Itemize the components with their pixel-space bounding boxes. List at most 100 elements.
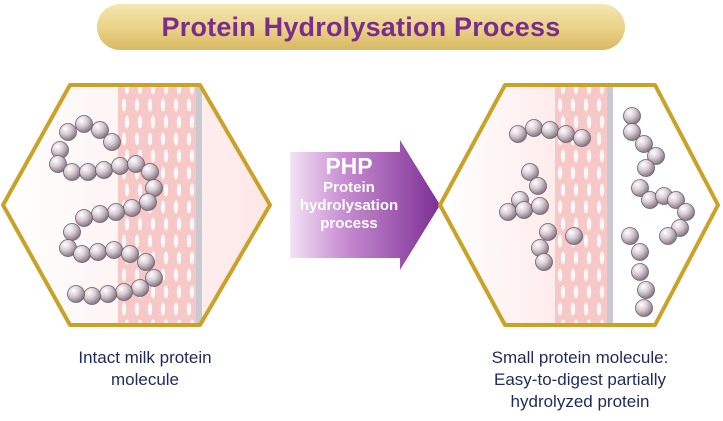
cell-mark <box>557 268 563 282</box>
cell-mark <box>189 319 195 325</box>
cell-mark <box>586 217 592 231</box>
protein-bead <box>127 155 145 173</box>
cell-mark <box>186 234 192 248</box>
cell-mark <box>173 268 179 282</box>
cell-mark <box>586 149 592 163</box>
protein-bead <box>659 227 677 245</box>
cell-mark <box>570 166 576 180</box>
protein-bead <box>631 243 649 261</box>
cell-mark <box>173 132 179 146</box>
protein-bead <box>49 155 67 173</box>
cell-mark <box>189 285 195 299</box>
protein-bead <box>105 241 123 259</box>
cell-mark <box>560 319 566 325</box>
cell-mark <box>586 319 592 325</box>
cell-mark <box>121 302 127 316</box>
protein-bead <box>541 121 559 139</box>
php-label-line-1: Protein <box>323 179 375 196</box>
cell-mark <box>596 302 602 316</box>
cell-mark <box>583 302 589 316</box>
protein-bead <box>529 177 547 195</box>
cell-mark <box>599 217 605 231</box>
cell-mark <box>150 217 156 231</box>
cell-mark <box>573 149 579 163</box>
cell-mark <box>160 200 166 214</box>
cell-mark <box>137 217 143 231</box>
cell-mark <box>557 98 563 112</box>
cell-mark <box>163 183 169 197</box>
cell-mark <box>570 302 576 316</box>
cell-mark <box>176 85 182 95</box>
cell-mark <box>189 115 195 129</box>
left-cell-pattern <box>121 85 195 325</box>
left-caption-line-1: Intact milk protein <box>78 348 212 367</box>
protein-bead <box>521 163 539 181</box>
cell-mark <box>160 98 166 112</box>
cell-mark <box>173 98 179 112</box>
protein-bead <box>621 227 639 245</box>
protein-bead <box>63 163 81 181</box>
cell-mark <box>137 115 143 129</box>
cell-mark <box>573 85 579 95</box>
cell-mark <box>599 251 605 265</box>
protein-bead <box>95 161 113 179</box>
protein-bead <box>73 245 91 263</box>
cell-mark <box>570 98 576 112</box>
cell-mark <box>599 319 605 325</box>
cell-mark <box>189 217 195 231</box>
cell-mark <box>583 200 589 214</box>
cell-mark <box>176 217 182 231</box>
cell-mark <box>573 319 579 325</box>
protein-bead <box>499 203 517 221</box>
protein-bead <box>539 223 557 241</box>
cell-mark <box>150 115 156 129</box>
cell-mark <box>570 200 576 214</box>
protein-bead <box>557 125 575 143</box>
cell-mark <box>596 268 602 282</box>
protein-bead <box>509 125 527 143</box>
right-caption-line-3: hydrolyzed protein <box>510 392 650 411</box>
cell-mark <box>573 183 579 197</box>
protein-bead <box>635 135 653 153</box>
cell-mark <box>121 234 127 248</box>
php-arrow <box>290 140 440 270</box>
cell-mark <box>560 251 566 265</box>
cell-mark <box>134 132 140 146</box>
cell-mark <box>599 149 605 163</box>
protein-bead <box>631 179 649 197</box>
left-caption-line-2: molecule <box>110 370 180 389</box>
right-caption: Small protein molecule: Easy-to-digest p… <box>440 347 720 413</box>
cell-mark <box>173 234 179 248</box>
cell-mark <box>573 285 579 299</box>
cell-mark <box>583 166 589 180</box>
cell-mark <box>189 251 195 265</box>
left-membrane <box>196 85 202 325</box>
cell-mark <box>163 85 169 95</box>
cell-mark <box>147 234 153 248</box>
cell-mark <box>163 149 169 163</box>
cell-mark <box>137 319 143 325</box>
protein-bead <box>91 205 109 223</box>
cell-mark <box>560 115 566 129</box>
cell-mark <box>189 149 195 163</box>
cell-mark <box>586 85 592 95</box>
cell-mark <box>560 149 566 163</box>
cell-mark <box>147 302 153 316</box>
cell-mark <box>186 200 192 214</box>
left-protein-chain <box>49 115 163 305</box>
protein-bead <box>67 285 85 303</box>
protein-bead <box>525 119 543 137</box>
cell-mark <box>134 98 140 112</box>
cell-mark <box>163 115 169 129</box>
cell-mark <box>573 115 579 129</box>
protein-bead <box>637 159 655 177</box>
cell-mark <box>121 268 127 282</box>
cell-mark <box>124 115 130 129</box>
cell-mark <box>176 149 182 163</box>
protein-bead <box>79 163 97 181</box>
cell-mark <box>134 234 140 248</box>
php-label-line-3: process <box>320 215 378 232</box>
php-abbreviation: PHP <box>325 153 373 179</box>
cell-mark <box>176 183 182 197</box>
protein-bead <box>667 191 685 209</box>
